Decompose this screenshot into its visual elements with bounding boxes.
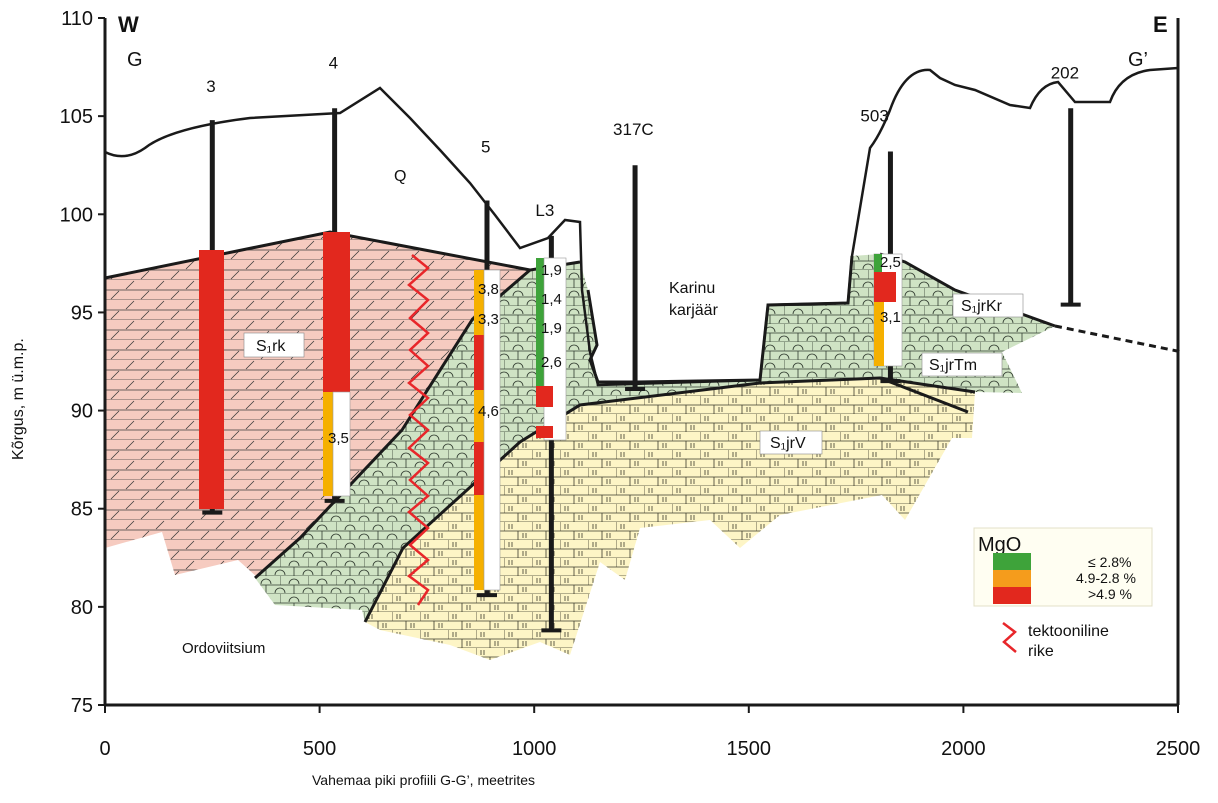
well-503-label: 503: [860, 106, 888, 125]
y-tick-label: 95: [71, 302, 93, 324]
y-tick-label: 105: [60, 106, 93, 128]
x-tick-label: 1000: [512, 738, 557, 760]
quarry-label-line2: karjäär: [669, 302, 719, 319]
mgo-value-labels: 3,5 3,8 3,3 4,6 1,9 1,4 1,9 2,6 2,5 3,1: [328, 254, 901, 447]
x-axis-ticks: 0 500 1000 1500 2000 2500: [99, 705, 1200, 760]
mgo-value-label: 1,4: [541, 291, 562, 308]
unit-label-ordovician: Ordoviitsium: [182, 640, 265, 657]
well-L3-white: [543, 257, 567, 441]
unit-jrTm-body: [255, 254, 1055, 622]
mgo-value-label: 2,6: [541, 354, 562, 371]
unit-label-jrTm: S₁jrTm: [929, 357, 977, 374]
fault-line: [406, 254, 430, 606]
mgo-value-label: 3,3: [478, 311, 499, 328]
legend-swatch-low: [993, 553, 1031, 570]
x-tick-label: 2000: [941, 738, 986, 760]
well-4-mgo-mid: [323, 392, 333, 496]
x-tick-label: 500: [303, 738, 336, 760]
well-503-high: [874, 272, 896, 302]
profile-end-label: G’: [1128, 49, 1148, 71]
mgo-value-label: 1,9: [541, 320, 562, 337]
legend-fault-label-line1: tektooniline: [1028, 623, 1109, 640]
well-5-label: 5: [481, 138, 490, 157]
legend-fault-icon: [1002, 622, 1017, 653]
profile-start-label: G: [127, 49, 143, 71]
well-5-mid-top: [474, 270, 484, 335]
unit-label-quaternary: Q: [394, 168, 406, 185]
well-5-mid-3: [474, 495, 484, 590]
topographic-surface: [104, 66, 1179, 387]
x-tick-label: 0: [99, 738, 110, 760]
legend-label-mid: 4.9-2.8 %: [1076, 570, 1136, 586]
legend-title: MgO: [978, 534, 1021, 556]
y-tick-label: 80: [71, 597, 93, 619]
well-4-white: [332, 391, 351, 497]
well-202-label: 202: [1051, 63, 1079, 82]
mgo-columns: [199, 232, 903, 591]
legend-swatch-high: [993, 587, 1031, 604]
mgo-value-label: 4,6: [478, 403, 499, 420]
y-tick-label: 85: [71, 499, 93, 521]
well-L3-high-1: [536, 386, 553, 407]
well-L3-high-2: [536, 426, 553, 438]
mgo-value-label: 1,9: [541, 262, 562, 279]
y-tick-label: 90: [71, 401, 93, 423]
quarry-label-line1: Karinu: [669, 280, 715, 297]
well-5-white: [483, 269, 501, 591]
well-3-mgo-high: [199, 250, 224, 509]
well-5-mid-2: [474, 390, 484, 442]
legend-label-low: ≤ 2.8%: [1088, 554, 1131, 570]
x-axis-label: Vahemaa piki profiili G-G’, meetrites: [312, 772, 535, 788]
east-marker: E: [1153, 12, 1168, 37]
legend-swatch-mid: [993, 570, 1031, 587]
x-tick-label: 1500: [727, 738, 772, 760]
mgo-value-label: 2,5: [880, 254, 901, 271]
legend-fault-label-line2: rike: [1028, 643, 1054, 660]
mgo-value-label: 3,5: [328, 430, 349, 447]
unit-jrV-body: [365, 378, 975, 660]
unit-label-jrV: S₁jrV: [770, 435, 806, 452]
well-L3-low: [536, 258, 544, 386]
well-317C-label: 317C: [613, 120, 654, 139]
mgo-value-label: 3,8: [478, 281, 499, 298]
y-tick-label: 100: [60, 204, 93, 226]
well-503-mid: [874, 302, 884, 366]
y-axis-ticks: 110 105 100 95 90 85 80 75: [60, 8, 105, 717]
y-tick-label: 110: [61, 8, 93, 30]
legend-label-high: >4.9 %: [1088, 586, 1132, 602]
well-4-label: 4: [329, 53, 338, 72]
well-503-low: [874, 254, 882, 272]
y-tick-label: 75: [71, 695, 93, 717]
unit-label-rk: S₁rk: [256, 338, 286, 355]
unit-label-jrKr: S₁jrKr: [961, 298, 1003, 315]
well-3-label: 3: [206, 77, 215, 96]
plot-frame: [103, 18, 1180, 707]
unit-labels: S₁rk S₁jrKr S₁jrTm S₁jrV Q Ordoviitsium …: [182, 168, 1024, 657]
well-L3-label: L3: [535, 201, 554, 220]
y-axis-label: Kõrgus, m ü.m.p.: [10, 338, 27, 460]
x-tick-label: 2500: [1156, 738, 1201, 760]
mgo-legend: MgO ≤ 2.8% 4.9-2.8 % >4.9 % tektooniline…: [973, 527, 1153, 660]
well-4-mgo-high: [323, 232, 350, 392]
west-marker: W: [118, 12, 139, 37]
mgo-value-label: 3,1: [880, 309, 901, 326]
